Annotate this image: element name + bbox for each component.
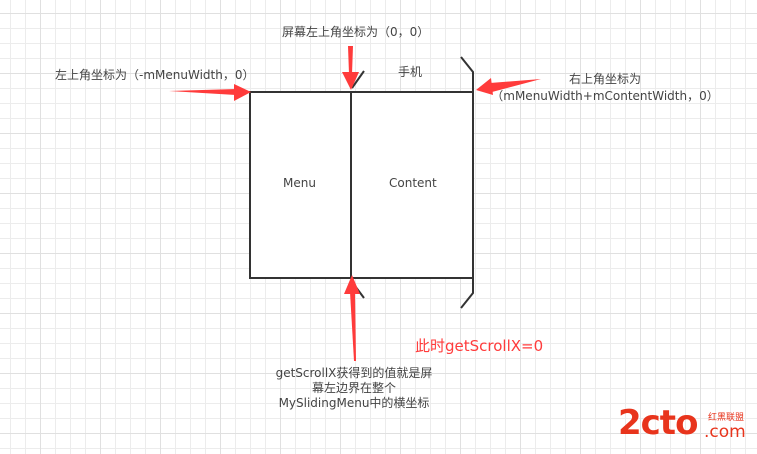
phone-bracket-bottom-right [460, 278, 474, 309]
bottom-explanation: getScrollX获得到的值就是屏 幕左边界在整个 MySlidingMenu… [254, 366, 454, 411]
right-top-label: 右上角坐标为 （mMenuWidth+mContentWidth，0） [480, 72, 730, 104]
bottom-explanation-line2: 幕左边界在整个 [311, 381, 396, 395]
right-top-label-line2: （mMenuWidth+mContentWidth，0） [491, 89, 719, 103]
arrow-bottom-getscrollx [344, 275, 360, 361]
content-label: Content [389, 176, 437, 190]
left-top-label: 左上角坐标为（-mMenuWidth，0） [55, 68, 255, 82]
watermark-suffix: .com [704, 422, 746, 442]
arrow-left-top [169, 84, 251, 101]
right-top-label-line1: 右上角坐标为 [568, 72, 641, 86]
watermark-tagline: 红黑联盟 [708, 413, 745, 423]
menu-label: Menu [283, 176, 316, 190]
menu-box [249, 91, 352, 279]
phone-label: 手机 [398, 65, 423, 79]
bottom-explanation-line3: MySlidingMenu中的横坐标 [278, 396, 430, 410]
watermark-logo: 2cto 红黑联盟 .com [618, 404, 757, 448]
screen-origin-label: 屏幕左上角坐标为（0，0） [282, 25, 430, 39]
bottom-explanation-line1: getScrollX获得到的值就是屏 [275, 366, 433, 380]
phone-bracket-top-left [351, 70, 365, 89]
content-box [350, 91, 474, 279]
phone-bracket-top-right [460, 56, 474, 92]
scroll-note: 此时getScrollX=0 [415, 337, 544, 355]
watermark-brand: 2cto [618, 403, 698, 443]
arrow-screen-origin [342, 46, 359, 90]
arrow-right-top [476, 78, 541, 95]
